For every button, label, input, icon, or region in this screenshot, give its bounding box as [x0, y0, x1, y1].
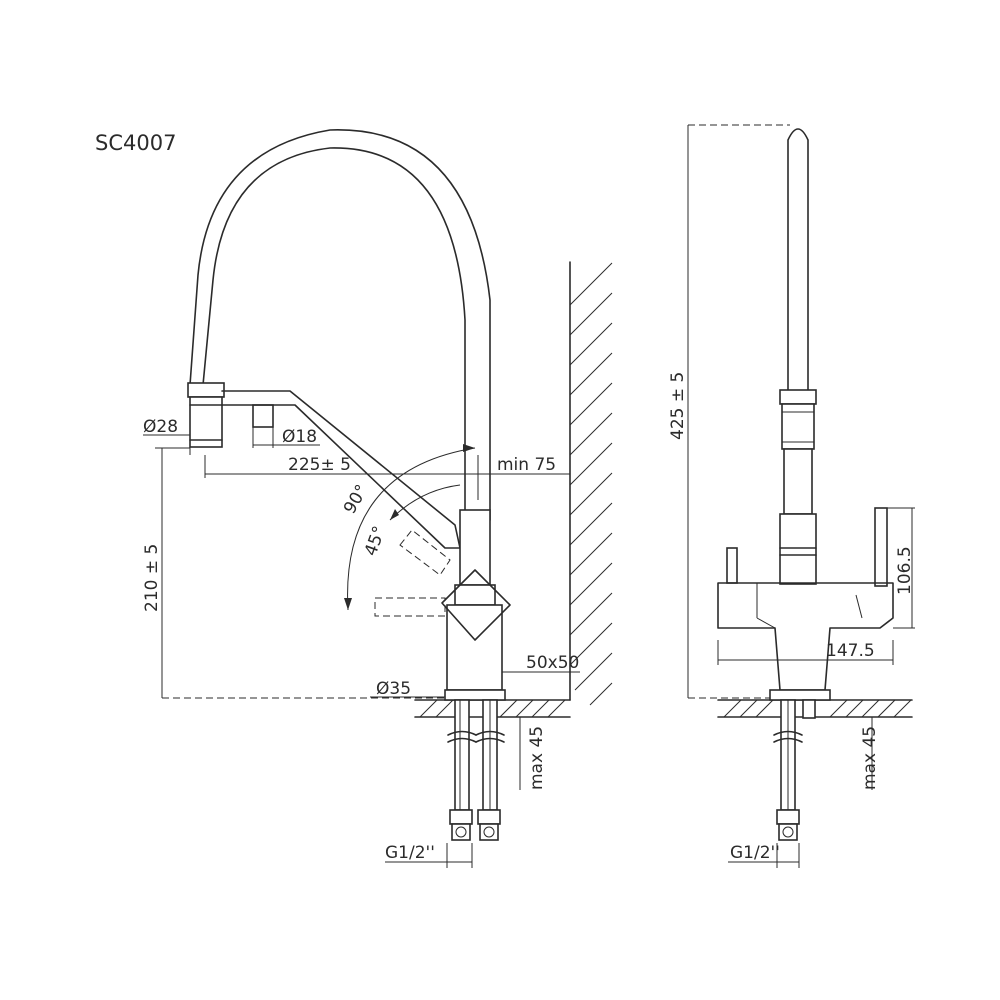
dim-handle-height: 106.5 — [895, 546, 915, 595]
model-title: SC4007 — [95, 131, 176, 155]
dim-body-width: 147.5 — [826, 641, 875, 661]
lever-alt-positions — [374, 529, 451, 617]
left-view: 90° 45° — [142, 129, 613, 868]
dim-base-size: 50x50 — [526, 653, 579, 673]
supply-pipes-left — [447, 699, 505, 841]
spray-head — [187, 382, 225, 448]
angle-45-label: 45° — [361, 524, 390, 559]
dim-height-side: 210 ± 5 — [142, 544, 162, 612]
right-spout — [779, 128, 817, 585]
dim-thread-right: G1/2'' — [730, 843, 780, 863]
dim-spout-reach: 225± 5 — [288, 455, 351, 475]
right-view: 425 ± 5 106.5 147.5 max 45 G1/2'' — [668, 124, 915, 868]
dimension-lines-right — [687, 124, 915, 868]
dim-max-right: max 45 — [860, 726, 880, 790]
right-body — [717, 582, 894, 701]
dim-d35: Ø35 — [376, 679, 411, 699]
dim-d18: Ø18 — [282, 427, 317, 447]
left-handle — [726, 547, 738, 584]
dim-max-left: max 45 — [527, 726, 547, 790]
dimension-lines-left — [143, 427, 580, 868]
dim-d28: Ø28 — [143, 417, 178, 437]
spout-arch — [189, 129, 491, 521]
right-handle — [874, 507, 888, 587]
angle-arcs — [344, 444, 476, 611]
lever-square — [441, 569, 511, 641]
wall — [569, 261, 613, 706]
body-column — [444, 509, 506, 701]
dim-total-height: 425 ± 5 — [668, 372, 688, 440]
outlet-nozzle — [252, 404, 274, 428]
dim-thread-left: G1/2'' — [385, 843, 435, 863]
supply-pipes-right — [773, 699, 816, 841]
dim-wall-min: min 75 — [497, 455, 556, 475]
